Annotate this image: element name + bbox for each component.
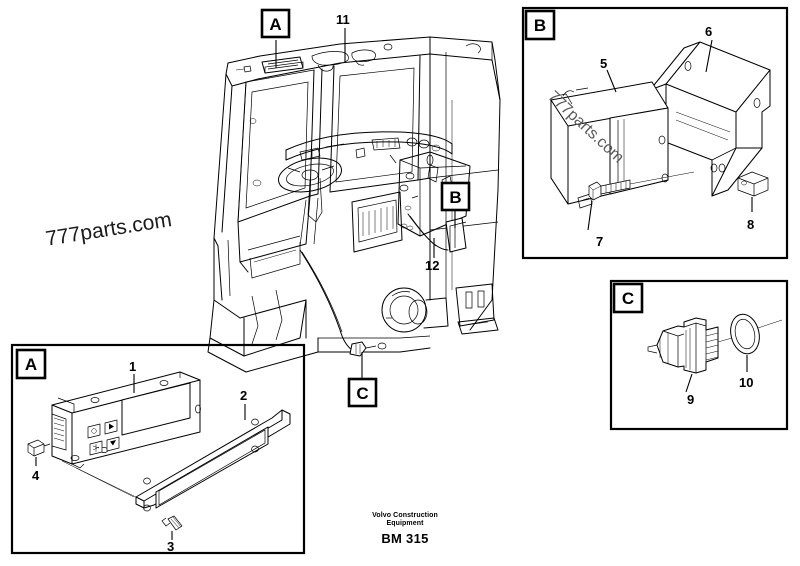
item-number-11: 11 [336, 12, 350, 62]
item-12-label: 12 [425, 258, 439, 273]
part-7-label: 7 [596, 234, 603, 249]
mounting-screw-3: 3 [161, 515, 183, 554]
footer-line-2: Equipment [386, 520, 424, 528]
detail-c-tag-label: C [622, 289, 634, 308]
callout-a-label: A [269, 15, 281, 34]
callout-b-main: B [440, 181, 471, 228]
part-4-label: 4 [32, 468, 40, 483]
part-5-label: 5 [600, 56, 607, 71]
display-bezel-frame [135, 409, 291, 512]
part-5-callout: 5 [600, 56, 617, 93]
detail-a-tag-label: A [25, 355, 37, 374]
part-1-label: 1 [129, 359, 136, 374]
detail-b-tag-label: B [534, 16, 546, 35]
detail-c-tag: C [612, 282, 644, 314]
callout-a-main: A [260, 8, 291, 68]
part-2-callout: 2 [240, 388, 247, 420]
cable-clamp-8: 8 [737, 171, 769, 232]
sender-sensor-unit-9: 9 [647, 317, 719, 407]
control-unit-box-5 [550, 81, 669, 209]
callout-b-label: B [449, 188, 461, 207]
sheet-footer: Volvo Construction Equipment BM 315 [330, 512, 480, 547]
part-8-label: 8 [747, 217, 754, 232]
retaining-clip-4: 4 [27, 439, 51, 483]
callout-c-main: C [347, 352, 378, 408]
mounting-bracket-6 [633, 41, 771, 197]
part-6-label: 6 [705, 24, 712, 39]
detail-a-tag: A [15, 348, 47, 380]
item-number-12: 12 [425, 238, 439, 273]
part-6-callout: 6 [705, 24, 713, 73]
part-9-label: 9 [687, 392, 694, 407]
footer-line-1: Volvo Construction [372, 512, 438, 519]
part-10-label: 10 [739, 375, 753, 390]
footer-model-code: BM 315 [381, 531, 429, 547]
sealing-washer-oring-10: 10 [717, 313, 783, 390]
part-2-label: 2 [240, 388, 247, 403]
part-3-label: 3 [167, 539, 174, 554]
instrument-display-unit [51, 371, 201, 469]
detail-b-tag: B [524, 9, 556, 41]
part-1-callout: 1 [129, 359, 136, 393]
callout-c-label: C [356, 384, 368, 403]
item-11-label: 11 [336, 12, 350, 27]
hex-screw-7: 7 [587, 163, 718, 249]
